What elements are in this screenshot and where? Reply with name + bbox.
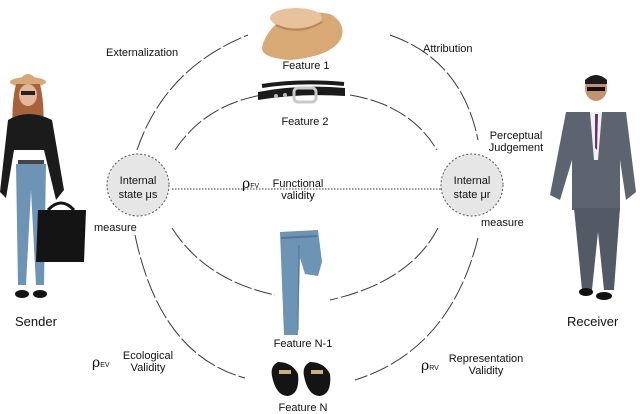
externalization-arc — [136, 34, 249, 151]
inner-arc-upper-right — [349, 94, 438, 151]
measure-receiver-label: measure — [481, 217, 524, 229]
internal-state-receiver-node — [440, 153, 504, 217]
internal-state-sender-node — [106, 153, 170, 217]
internal-state-receiver-label: Internal state μr — [453, 175, 491, 201]
feature-2-label: Feature 2 — [281, 116, 329, 128]
representation-validity-arc — [354, 237, 479, 381]
internal-state-sender-label: Internal state μs — [118, 175, 158, 201]
functional-validity-symbol: ρFV — [242, 176, 260, 192]
feature-n-label: Feature N — [278, 402, 328, 414]
perceptual-judgement-label: Perceptual Judgement — [488, 130, 544, 154]
shoes-image — [271, 362, 331, 396]
inner-arc-upper-left — [174, 94, 263, 151]
attribution-label: Attribution — [423, 43, 473, 55]
externalization-label: Externalization — [106, 47, 179, 59]
ecological-validity-label: Ecological Validity — [122, 350, 174, 374]
sender-label: Sender — [15, 314, 57, 329]
feature-n-1-label: Feature N-1 — [273, 338, 333, 350]
feature-1-label: Feature 1 — [282, 60, 330, 72]
inner-arc-lower-left — [171, 227, 276, 296]
jeans-image — [280, 230, 322, 335]
ecological-validity-symbol: ρEV — [92, 355, 110, 371]
measure-sender-label: measure — [94, 222, 137, 234]
sender-person-image — [0, 74, 86, 298]
representation-validity-symbol: ρRV — [421, 358, 439, 374]
receiver-label: Receiver — [567, 314, 619, 329]
representation-validity-label: Representation Validity — [448, 353, 524, 377]
receiver-person-image — [550, 75, 636, 300]
ecological-validity-arc — [134, 234, 246, 379]
functional-validity-label: Functional validity — [272, 178, 324, 202]
inner-arc-lower-right — [329, 227, 439, 301]
belt-image — [258, 80, 345, 104]
hat-image — [262, 8, 343, 60]
attribution-arc — [389, 34, 479, 141]
